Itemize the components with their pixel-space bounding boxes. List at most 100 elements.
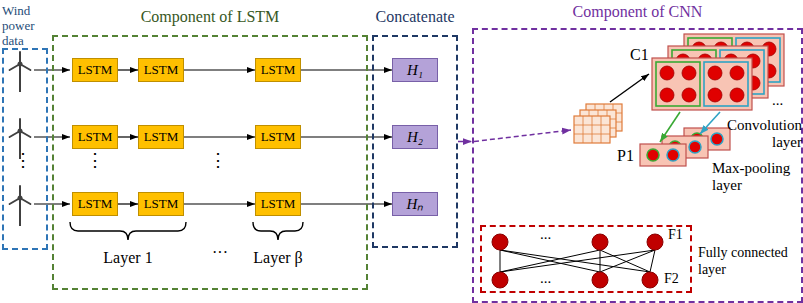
group-heading: Concatenate xyxy=(375,7,454,26)
neuron xyxy=(592,234,608,250)
matrix-grid xyxy=(601,116,602,143)
box-label: LSTM xyxy=(261,196,296,212)
group-heading: Fully connected layer xyxy=(698,245,798,279)
lstm-cell: LSTM xyxy=(255,125,301,149)
dense-link xyxy=(650,250,655,272)
pooled-dot xyxy=(689,141,701,153)
hidden-output: Hₙ xyxy=(392,192,438,216)
flow-arrow xyxy=(301,136,392,137)
dense-group: F1F2Fully connected layer xyxy=(480,225,692,293)
box-label: LSTM xyxy=(144,62,179,78)
turbine-hub xyxy=(18,129,23,134)
box-label: Hₙ xyxy=(407,195,424,213)
feature-dot xyxy=(730,66,744,80)
conv-window xyxy=(656,62,700,106)
conv-arrow xyxy=(610,74,649,102)
turbine-hub xyxy=(18,62,23,67)
pooled-map xyxy=(640,144,686,166)
neuron xyxy=(592,272,608,288)
ellipsis-mark: ··· xyxy=(212,244,228,262)
ellipsis-mark: ⋮ xyxy=(86,150,104,171)
layer-brace xyxy=(253,222,303,240)
box-label: LSTM xyxy=(78,129,113,145)
conv-window xyxy=(704,62,748,106)
lstm-cell: LSTM xyxy=(72,192,118,216)
turbine-tower xyxy=(19,64,21,92)
layer-label: Layer β xyxy=(253,249,302,267)
lstm-cell: LSTM xyxy=(72,58,118,82)
layer-tag: P1 xyxy=(617,147,634,165)
pooled-dot xyxy=(711,133,723,145)
flow-arrow xyxy=(301,69,392,70)
turbine-hub xyxy=(18,196,23,201)
box-label: H₂ xyxy=(407,128,423,146)
lstm-cell: LSTM xyxy=(138,58,184,82)
lstm-cell: LSTM xyxy=(255,192,301,216)
box-label: LSTM xyxy=(78,196,113,212)
ellipsis-mark: ⋮ xyxy=(209,150,227,171)
matrix-grid xyxy=(583,116,584,143)
feature-dot xyxy=(708,66,722,80)
layer-label: Layer 1 xyxy=(103,249,152,267)
hidden-output: H₁ xyxy=(392,58,438,82)
group-heading: Component of LSTM xyxy=(141,7,280,26)
layer-name: Convolution layer xyxy=(726,117,802,152)
input-group: Wind power data xyxy=(2,48,48,250)
concatenate-group: ConcatenateH₁H₂Hₙ xyxy=(372,35,458,248)
flow-arrow xyxy=(184,203,255,204)
feature-dot xyxy=(730,88,744,102)
pool-arrow xyxy=(660,112,680,142)
matrix-grid xyxy=(592,116,593,143)
matrix-grid xyxy=(574,134,610,135)
feature-dot xyxy=(660,66,674,80)
matrix-grid xyxy=(574,125,610,126)
lstm-cell: LSTM xyxy=(138,125,184,149)
feature-dot xyxy=(682,66,696,80)
layer-brace xyxy=(70,222,186,240)
box-label: LSTM xyxy=(78,62,113,78)
dense-link xyxy=(500,250,600,272)
pooled-dot xyxy=(647,149,659,161)
feature-map xyxy=(652,58,752,110)
box-label: LSTM xyxy=(144,129,179,145)
dense-link xyxy=(500,250,600,272)
feed-arrow xyxy=(474,130,571,142)
neuron xyxy=(647,234,663,250)
box-label: LSTM xyxy=(261,129,296,145)
ellipsis-mark: ... xyxy=(540,226,551,243)
dense-link xyxy=(500,250,655,272)
flow-arrow xyxy=(118,136,138,137)
dense-link xyxy=(600,250,655,272)
feature-dot xyxy=(682,88,696,102)
ellipsis-mark: ⋮ xyxy=(14,150,32,171)
box-label: H₁ xyxy=(407,61,423,79)
input-matrix xyxy=(574,116,610,143)
flow-arrow xyxy=(458,141,472,143)
flow-arrow xyxy=(118,69,138,70)
group-heading: Component of CNN xyxy=(573,2,703,21)
lstm-cell: LSTM xyxy=(72,125,118,149)
neuron xyxy=(492,234,508,250)
feature-dot xyxy=(660,88,674,102)
box-label: LSTM xyxy=(144,196,179,212)
hidden-output: H₂ xyxy=(392,125,438,149)
dense-link xyxy=(600,250,601,272)
lstm-cell: LSTM xyxy=(255,58,301,82)
layer-name: Max-pooling layer xyxy=(712,160,800,195)
box-label: LSTM xyxy=(261,62,296,78)
flow-arrow xyxy=(184,136,255,137)
ellipsis-mark: ... xyxy=(540,270,551,287)
group-heading: F1 xyxy=(668,227,683,244)
feature-dot xyxy=(708,88,722,102)
turbine-tower xyxy=(19,198,21,226)
pooled-dot xyxy=(667,149,679,161)
neuron xyxy=(642,272,658,288)
flow-arrow xyxy=(184,69,255,70)
ellipsis-mark: ... xyxy=(772,92,783,109)
group-heading: F2 xyxy=(664,271,679,288)
flow-arrow xyxy=(118,203,138,204)
flow-arrow xyxy=(301,203,392,204)
dense-link xyxy=(500,250,501,272)
neuron xyxy=(492,272,508,288)
